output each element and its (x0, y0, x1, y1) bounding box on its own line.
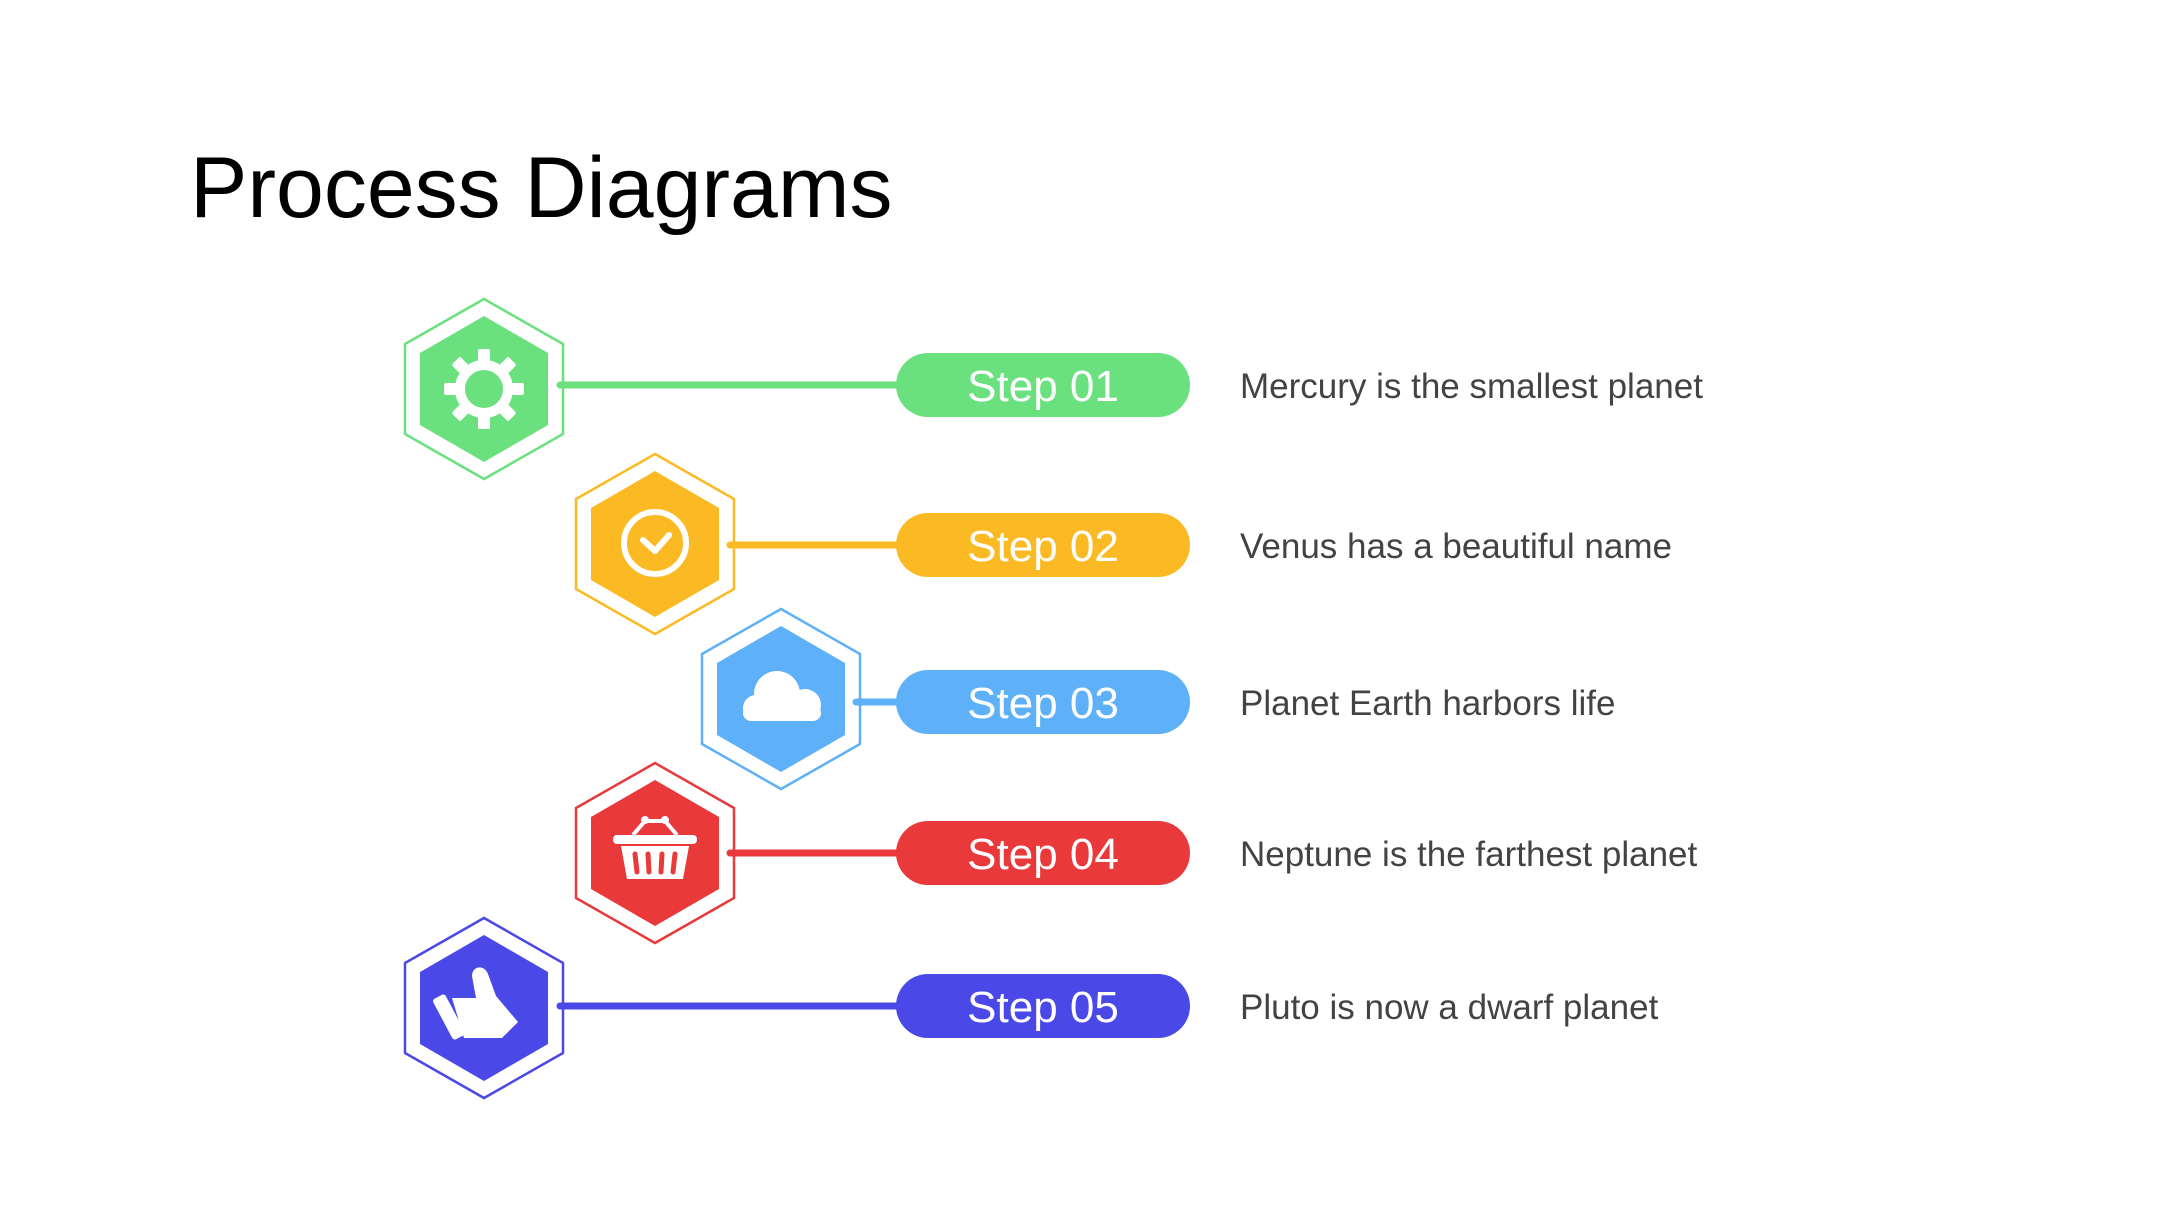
gear-icon (444, 349, 524, 429)
step-description: Venus has a beautiful name (1240, 527, 1672, 566)
step-pill (896, 670, 1190, 734)
step-description: Neptune is the farthest planet (1240, 835, 1698, 874)
hexagon-outer (403, 297, 565, 481)
hexagon-outer (574, 761, 736, 945)
hexagon-outer (403, 916, 565, 1100)
process-step-3: Step 03 Planet Earth harbors life (700, 607, 1615, 791)
step-description: Planet Earth harbors life (1240, 684, 1615, 723)
hexagon-outer (574, 452, 736, 636)
basket-icon (613, 816, 697, 879)
step-label: Step 05 (967, 983, 1119, 1032)
step-label: Step 04 (967, 830, 1119, 879)
process-step-2: Step 02 Venus has a beautiful name (574, 452, 1672, 636)
step-label: Step 03 (967, 679, 1119, 728)
step-description: Pluto is now a dwarf planet (1240, 988, 1659, 1027)
clock-icon (621, 509, 689, 577)
step-pill (896, 821, 1190, 885)
hexagon-inner (591, 471, 719, 617)
cloud-icon (743, 671, 821, 721)
process-step-5: Step 05 Pluto is now a dwarf planet (403, 916, 1659, 1100)
step-description: Mercury is the smallest planet (1240, 367, 1703, 406)
step-label: Step 02 (967, 522, 1119, 571)
step-pill (896, 353, 1190, 417)
hexagon-outer (700, 607, 862, 791)
step-pill (896, 974, 1190, 1038)
step-pill (896, 513, 1190, 577)
thumbs-up-icon (433, 967, 518, 1040)
hexagon-inner (420, 316, 548, 462)
page-title: Process Diagrams (190, 140, 893, 236)
step-label: Step 01 (967, 362, 1119, 411)
process-step-1: Step 01 Mercury is the smallest planet (403, 297, 1703, 481)
process-step-4: Step 04 Neptune is the farthest planet (574, 761, 1698, 945)
